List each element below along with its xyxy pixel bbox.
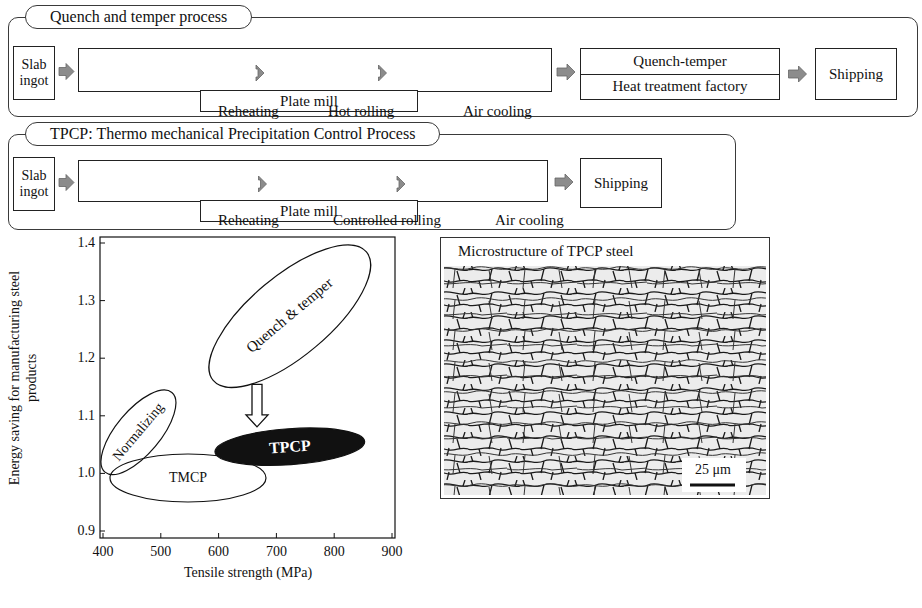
chart-frame <box>100 237 395 538</box>
process-step: Air cooling <box>340 61 562 85</box>
label-holder: 1.3 <box>78 293 96 309</box>
tick-label: 1.4 <box>78 235 96 251</box>
step-label: Air cooling <box>463 103 681 125</box>
frame-heading: TPCP: Thermo mechanical Precipitation Co… <box>25 122 440 146</box>
label-holder: 500 <box>150 544 171 560</box>
label-holder: 1.4 <box>78 235 96 251</box>
flow-arrow <box>397 176 405 192</box>
tick-label: 1.1 <box>78 408 96 424</box>
step-label: Air cooling <box>495 212 713 234</box>
tick-label: 1.3 <box>78 293 96 309</box>
ellipse-shape <box>206 242 374 390</box>
label-holder: 25 μm <box>692 462 734 478</box>
panel-title: Microstructure of TPCP steel <box>455 242 636 260</box>
micrograph-panel: Microstructure of TPCP steel <box>440 237 770 499</box>
region-ellipse: Normalizing <box>98 387 179 478</box>
region-label: Normalizing <box>109 400 167 464</box>
micrograph-grains <box>444 266 766 495</box>
ellipse-shape <box>98 387 179 478</box>
flow-arrow <box>59 175 74 191</box>
process-step: Hot rolling <box>205 61 427 85</box>
scale-bar <box>690 484 735 487</box>
flow-arrow <box>259 176 267 192</box>
tick-label: 700 <box>266 544 287 560</box>
region-ellipse: TPCP <box>212 425 368 468</box>
process-step: Reheating <box>95 61 317 85</box>
box-label: Shipping <box>829 66 883 82</box>
label-holder: 1.1 <box>78 408 96 424</box>
process-frame: TPCP: Thermo mechanical Precipitation Co… <box>8 134 736 230</box>
micrograph-ground <box>444 266 766 495</box>
frame-heading: Quench and temper process <box>25 5 252 29</box>
box-label: Slab ingot <box>17 57 51 89</box>
ellipse-shape <box>110 454 266 502</box>
label-holder: Tensile strength (MPa) <box>184 565 312 581</box>
process-box: Shipping <box>815 48 897 100</box>
process-box: Slab ingot <box>13 157 55 211</box>
flow-arrow <box>379 65 387 81</box>
box-label: Heat treatment factory <box>581 75 779 100</box>
label-holder: 900 <box>382 544 403 560</box>
label-holder: 600 <box>208 544 229 560</box>
label-holder: 1.2 <box>78 350 96 366</box>
heat-treatment-box: Quench-temperHeat treatment factory <box>580 48 780 100</box>
label-holder: 800 <box>324 544 345 560</box>
process-step: Air cooling <box>372 172 594 196</box>
label-holder: 700 <box>266 544 287 560</box>
process-box: Shipping <box>580 158 662 208</box>
tick-label: 0.9 <box>78 523 96 539</box>
region-label: TMCP <box>169 470 207 486</box>
tick-label: 1.0 <box>78 465 96 481</box>
label-holder: 1.0 <box>78 465 96 481</box>
flow-arrow <box>557 64 575 80</box>
process-frame: Quench and temper processSlab ingotPlate… <box>8 17 918 117</box>
region-label: Quench & temper <box>243 275 336 357</box>
flow-arrow <box>789 66 807 82</box>
label-holder: 400 <box>93 544 114 560</box>
micrograph-grains <box>444 266 766 495</box>
axis-title: Tensile strength (MPa) <box>184 565 312 581</box>
axis-ticks <box>100 243 392 538</box>
region-ellipse: Quench & temper <box>206 242 374 390</box>
label-holder: Energy saving for manufacturing steel pr… <box>6 271 40 486</box>
process-step: Reheating <box>95 172 317 196</box>
tick-label: 1.2 <box>78 350 96 366</box>
process-step: Controlled rolling <box>210 172 432 196</box>
box-label: Quench-temper <box>581 49 779 75</box>
process-box: Slab ingot <box>13 46 55 100</box>
flow-arrow <box>256 65 264 81</box>
tick-label: 400 <box>93 544 114 560</box>
label-holder: 0.9 <box>78 523 96 539</box>
box-label: Slab ingot <box>17 168 51 200</box>
region-label: TPCP <box>269 437 312 458</box>
flow-arrow <box>246 384 268 427</box>
scale-label: 25 μm <box>692 462 734 478</box>
plate-mill-box: Plate millReheatingControlled rollingAir… <box>78 160 548 202</box>
axis-title: Energy saving for manufacturing steel pr… <box>6 271 40 486</box>
tick-label: 600 <box>208 544 229 560</box>
scale-ground <box>682 458 746 492</box>
plate-mill-box: Plate millReheatingHot rollingAir coolin… <box>78 48 552 92</box>
tick-label: 500 <box>150 544 171 560</box>
box-label: Shipping <box>594 175 648 191</box>
flow-arrow <box>59 64 74 80</box>
ellipse-shape <box>214 425 366 468</box>
tick-label: 800 <box>324 544 345 560</box>
flow-arrow <box>555 174 573 190</box>
tick-label: 900 <box>382 544 403 560</box>
